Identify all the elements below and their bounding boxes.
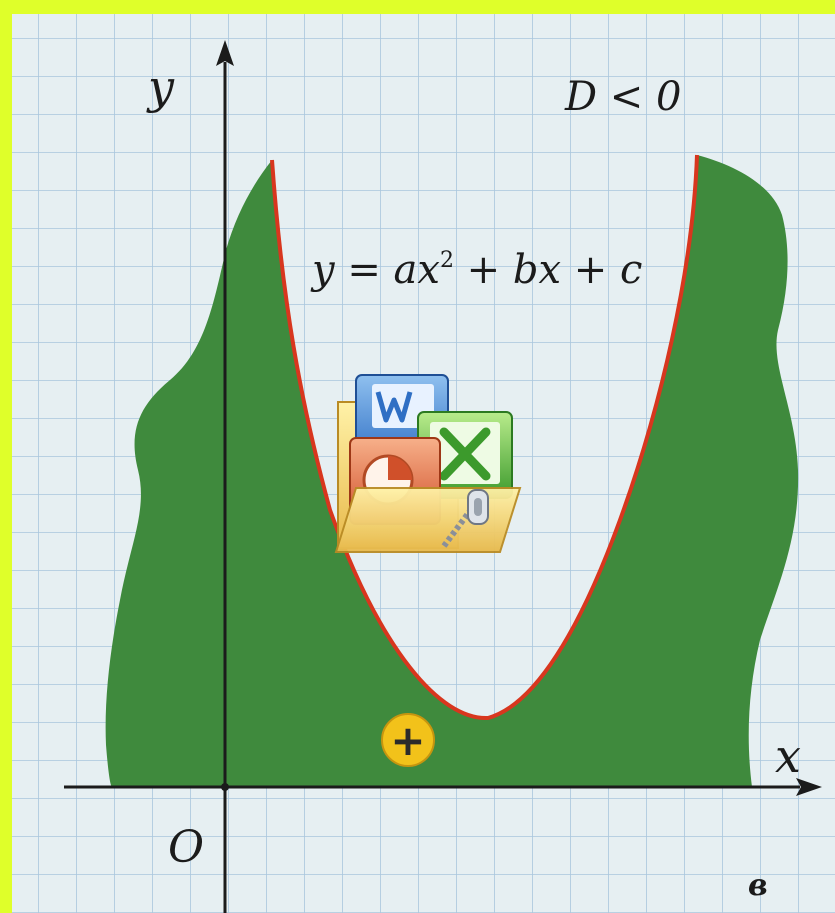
x-axis-label: x — [775, 729, 801, 783]
positive-sign-badge: + — [381, 713, 435, 767]
discriminant-condition: D < 0 — [564, 74, 681, 120]
equation-lhs: y = ax — [310, 247, 440, 293]
positive-sign: + — [390, 716, 425, 765]
origin-point — [221, 783, 229, 791]
x-axis-arrow — [796, 778, 822, 796]
office-suite-icon[interactable] — [334, 374, 522, 553]
equation-exponent: 2 — [440, 248, 454, 273]
parabola-curve — [270, 154, 699, 721]
panel-letter: в — [748, 868, 768, 903]
folder-front — [334, 487, 522, 553]
y-axis-arrow — [216, 40, 234, 66]
origin-label: O — [168, 822, 204, 873]
equation-label: y = ax2 + bx + c — [310, 247, 642, 293]
y-axis-label: y — [146, 60, 175, 114]
zipper-icon — [441, 489, 489, 548]
equation-rhs: + bx + c — [454, 247, 642, 293]
excel-icon — [417, 411, 513, 499]
positive-region — [105, 155, 799, 787]
